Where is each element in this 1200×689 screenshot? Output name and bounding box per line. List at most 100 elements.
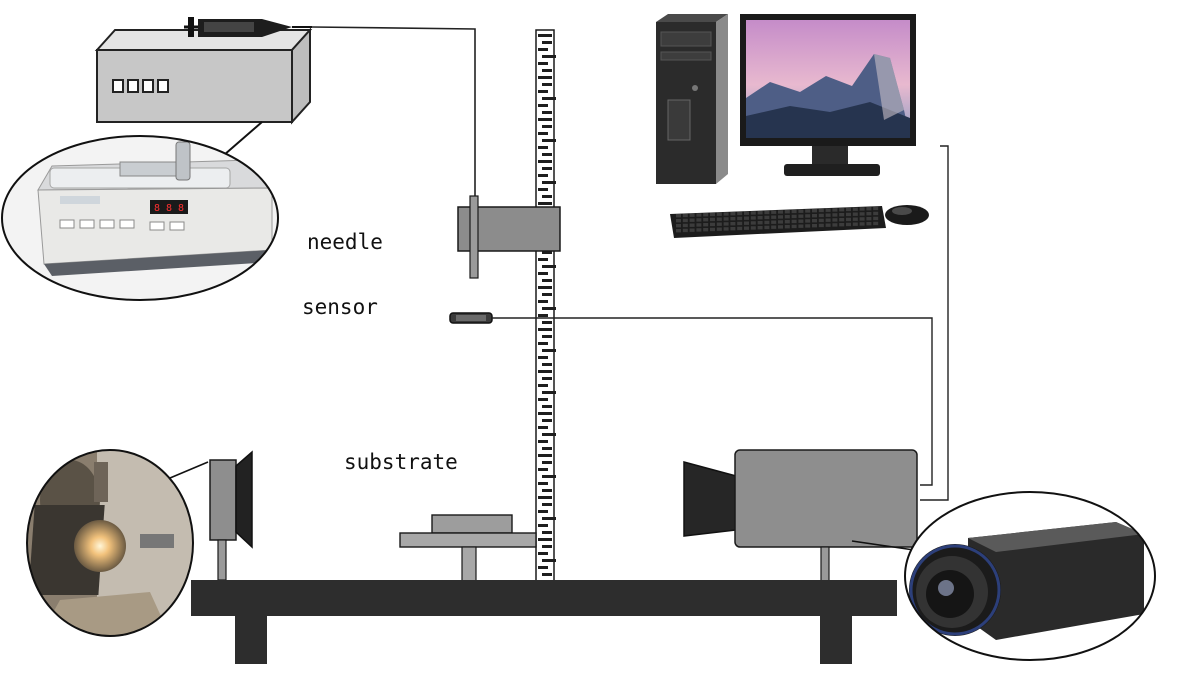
keyboard-key <box>818 208 824 213</box>
substrate-label: substrate <box>344 450 458 474</box>
keyboard-key <box>710 227 715 232</box>
rack-tooth <box>542 349 556 352</box>
keyboard-key <box>737 216 743 221</box>
rack-tooth <box>538 524 548 527</box>
keyboard-key <box>778 210 783 214</box>
rack-tooth <box>542 419 552 422</box>
keyboard-key <box>750 221 756 225</box>
keyboard-key <box>744 226 749 230</box>
rack-tooth <box>542 489 552 492</box>
rack-tooth <box>542 363 552 366</box>
keyboard-key <box>723 227 729 231</box>
keyboard-key <box>866 222 872 226</box>
rack-tooth <box>542 181 556 184</box>
rack-tooth <box>538 566 548 569</box>
keyboard-key <box>757 216 763 220</box>
keyboard-key <box>676 214 681 218</box>
rack-tooth <box>538 104 548 107</box>
keyboard-key <box>846 212 851 217</box>
sensor-device <box>449 312 493 324</box>
rack-tooth <box>542 111 552 114</box>
rack-tooth <box>542 265 556 268</box>
keyboard-key <box>859 212 865 216</box>
keyboard-key <box>682 218 688 223</box>
keyboard-key <box>730 222 736 226</box>
keyboard-key <box>852 217 858 221</box>
keyboard-key <box>866 207 872 211</box>
rack-tooth <box>538 188 548 191</box>
rack-tooth <box>542 545 552 548</box>
rack-tooth <box>542 321 552 324</box>
keyboard-key <box>723 222 729 226</box>
keyboard-key <box>737 226 743 231</box>
keyboard-key <box>825 218 831 222</box>
needle-holder <box>457 195 561 279</box>
keyboard-key <box>805 214 811 218</box>
keyboard-key <box>778 215 783 219</box>
keyboard-key <box>812 214 817 218</box>
rack-tooth <box>538 160 552 163</box>
keyboard-key <box>805 224 811 228</box>
rack-tooth <box>542 97 556 100</box>
keyboard-key <box>846 222 851 227</box>
keyboard-key <box>676 229 681 233</box>
keyboard-key <box>710 212 715 217</box>
syringe-icon <box>184 17 312 37</box>
keyboard-key <box>682 228 688 233</box>
keyboard-key <box>812 219 817 223</box>
keyboard-key <box>744 221 749 225</box>
keyboard-key <box>873 216 879 221</box>
rack-tooth <box>538 34 552 37</box>
rack-tooth <box>538 258 548 261</box>
rack-tooth <box>538 342 548 345</box>
rack-tooth <box>538 496 552 499</box>
rack-tooth <box>542 391 556 394</box>
keyboard-key <box>703 223 709 227</box>
rack-tooth <box>538 272 548 275</box>
keyboard-key <box>846 217 851 222</box>
keyboard-key <box>771 220 777 224</box>
camera-callout-line <box>851 540 915 551</box>
keyboard-key <box>764 225 770 230</box>
keyboard-key <box>784 225 790 229</box>
rack-tooth <box>538 76 552 79</box>
rack-tooth <box>542 503 552 506</box>
rack-tooth <box>542 377 552 380</box>
rack-tooth <box>538 510 548 513</box>
rack-tooth <box>542 279 552 282</box>
keyboard-key <box>689 228 695 232</box>
keyboard-key <box>703 218 709 222</box>
rack-tooth <box>542 153 552 156</box>
keyboard-key <box>784 210 790 214</box>
rack-tooth <box>542 531 552 534</box>
rack-tooth <box>538 370 552 373</box>
keyboard-key <box>778 225 783 229</box>
keyboard-key <box>805 209 811 213</box>
keyboard-key <box>839 218 845 222</box>
syringe-pump <box>94 27 313 125</box>
needle-label: needle <box>307 230 383 254</box>
rack-tooth <box>538 90 548 93</box>
keyboard-keys <box>676 206 879 233</box>
rack-tooth <box>538 48 548 51</box>
keyboard-key <box>791 219 797 224</box>
keyboard-key <box>682 223 688 228</box>
camera-icon <box>683 449 918 582</box>
keyboard-key <box>689 218 695 222</box>
keyboard-key <box>703 213 709 217</box>
rack-tooth <box>538 132 548 135</box>
rack-tooth <box>538 62 548 65</box>
keyboard-key <box>812 209 817 213</box>
rack-tooth <box>542 517 556 520</box>
keyboard-key <box>798 224 804 228</box>
rack-tooth <box>542 251 552 254</box>
keyboard-key <box>764 210 770 215</box>
rack-tooth <box>542 447 552 450</box>
keyboard-key <box>805 219 811 223</box>
keyboard-key <box>757 226 763 230</box>
keyboard-key <box>818 218 824 223</box>
keyboard-key <box>825 223 831 227</box>
keyboard-key <box>757 221 763 225</box>
rack-tooth <box>542 55 556 58</box>
keyboard-key <box>771 210 777 214</box>
